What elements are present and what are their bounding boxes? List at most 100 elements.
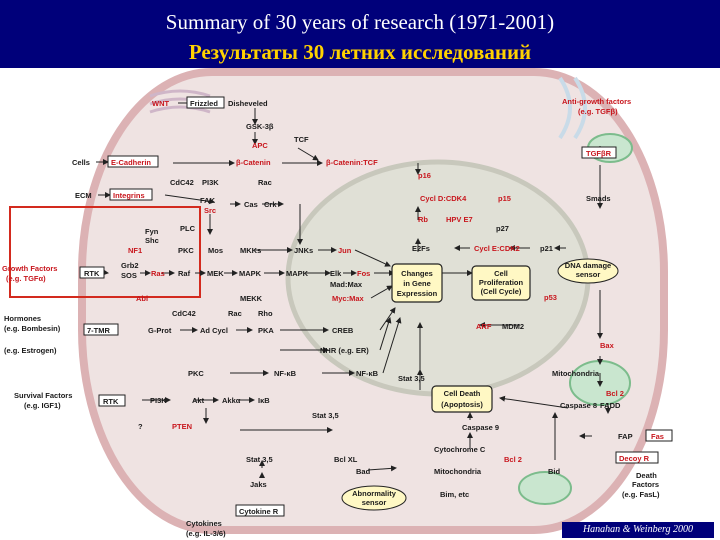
svg-text:Bcl 2: Bcl 2: [504, 455, 522, 464]
organelle-shape: [558, 76, 587, 140]
svg-text:PTEN: PTEN: [172, 422, 192, 431]
svg-text:GSK-3β: GSK-3β: [246, 122, 274, 131]
svg-text:Cycl D:CDK4: Cycl D:CDK4: [420, 194, 467, 203]
receptor-rtk-survival: RTK: [98, 394, 126, 407]
svg-text:in Gene: in Gene: [403, 279, 431, 288]
svg-text:Caspase 8: Caspase 8: [560, 401, 597, 410]
svg-text:HPV E7: HPV E7: [446, 215, 473, 224]
svg-text:Bad: Bad: [356, 467, 371, 476]
abnormality-sensor-oval: Abnormality sensor: [341, 485, 407, 511]
svg-text:Cytokines: Cytokines: [186, 519, 222, 528]
svg-text:CREB: CREB: [332, 326, 354, 335]
svg-text:(e.g. FasL): (e.g. FasL): [622, 490, 660, 499]
receptor-ecadherin: E-Cadherin: [107, 155, 159, 168]
dna-damage-sensor-oval: DNA damage sensor: [557, 258, 619, 284]
svg-text:Abl: Abl: [136, 294, 148, 303]
svg-text:Smads: Smads: [586, 194, 611, 203]
svg-text:PI3K: PI3K: [202, 178, 219, 187]
svg-text:WNT: WNT: [152, 99, 169, 108]
svg-text:Mitochondria: Mitochondria: [434, 467, 482, 476]
svg-text:Factors: Factors: [632, 480, 659, 489]
svg-text:Decoy R: Decoy R: [619, 454, 650, 463]
receptor-integrins: Integrins: [109, 188, 153, 201]
svg-text:Jun: Jun: [338, 246, 352, 255]
svg-text:ARF: ARF: [476, 322, 492, 331]
svg-text:p15: p15: [498, 194, 511, 203]
svg-text:Src: Src: [204, 206, 216, 215]
svg-text:PI3K: PI3K: [150, 396, 167, 405]
svg-text:E2Fs: E2Fs: [412, 244, 430, 253]
highlight-box: [9, 206, 201, 298]
svg-text:PKC: PKC: [188, 369, 204, 378]
svg-text:SOS: SOS: [121, 271, 137, 280]
svg-text:CdC42: CdC42: [172, 309, 196, 318]
svg-text:(Cell Cycle): (Cell Cycle): [481, 287, 522, 296]
svg-text:Akkα: Akkα: [222, 396, 241, 405]
svg-text:Jaks: Jaks: [250, 480, 267, 489]
mitochondrion-shape: [518, 471, 572, 505]
receptor-decoy: Decoy R: [615, 451, 659, 464]
svg-text:Mitochondria: Mitochondria: [552, 369, 600, 378]
svg-text:Cytokine R: Cytokine R: [239, 507, 279, 516]
receptor-tgfbr: TGFβR: [581, 146, 617, 159]
svg-text:p21: p21: [540, 244, 553, 253]
svg-text:Fas: Fas: [651, 432, 664, 441]
svg-text:p53: p53: [544, 293, 557, 302]
svg-text:DNA damage: DNA damage: [565, 261, 611, 270]
svg-text:Ad Cycl: Ad Cycl: [200, 326, 228, 335]
svg-text:Cycl E:CDK2: Cycl E:CDK2: [474, 244, 520, 253]
svg-text:MEK: MEK: [207, 269, 224, 278]
svg-text:Changes: Changes: [401, 269, 433, 278]
cell-proliferation-box: Cell Proliferation (Cell Cycle): [471, 265, 531, 301]
svg-text:Grb2: Grb2: [121, 261, 139, 270]
credit-label: Hanahan & Weinberg 2000: [562, 522, 714, 538]
svg-text:(Apoptosis): (Apoptosis): [441, 400, 483, 409]
svg-text:Proliferation: Proliferation: [479, 278, 524, 287]
svg-text:β-Catenin:TCF: β-Catenin:TCF: [326, 158, 378, 167]
svg-text:p16: p16: [418, 171, 431, 180]
svg-text:Stat 3,5: Stat 3,5: [246, 455, 273, 464]
svg-text:Cell Death: Cell Death: [444, 389, 481, 398]
svg-text:FAK: FAK: [200, 196, 216, 205]
pathway-arrows: [91, 100, 611, 478]
svg-text:Shc: Shc: [145, 236, 159, 245]
svg-text:7-TMR: 7-TMR: [87, 326, 110, 335]
receptor-cytokine: Cytokine R: [235, 504, 285, 517]
svg-text:TGFβR: TGFβR: [586, 149, 612, 158]
svg-text:(e.g. Estrogen): (e.g. Estrogen): [4, 346, 57, 355]
svg-text:TCF: TCF: [294, 135, 309, 144]
svg-text:JNKs: JNKs: [294, 246, 313, 255]
svg-text:Mos: Mos: [208, 246, 223, 255]
svg-text:Cells: Cells: [72, 158, 90, 167]
svg-text:FAP: FAP: [618, 432, 633, 441]
svg-text:Growth Factors: Growth Factors: [2, 264, 57, 273]
svg-text:Stat 3,5: Stat 3,5: [398, 374, 425, 383]
svg-text:MDM2: MDM2: [502, 322, 524, 331]
pathway-node-labels: Disheveled GSK-3β APC TCF β-Catenin β-Ca…: [121, 99, 633, 499]
svg-text:Expression: Expression: [397, 289, 438, 298]
svg-text:ECM: ECM: [75, 191, 92, 200]
svg-text:(e.g. IGF1): (e.g. IGF1): [24, 401, 61, 410]
title-english: Summary of 30 years of research (1971-20…: [165, 10, 555, 34]
svg-text:Bid: Bid: [548, 467, 561, 476]
svg-text:p27: p27: [496, 224, 509, 233]
svg-text:MKKs: MKKs: [240, 246, 261, 255]
signaling-pathway-diagram: Changes in Gene Expression Cell Prolifer…: [2, 68, 673, 538]
svg-text:IκB: IκB: [258, 396, 270, 405]
svg-text:Bim, etc: Bim, etc: [440, 490, 469, 499]
svg-text:β-Catenin: β-Catenin: [236, 158, 271, 167]
svg-text:Fos: Fos: [357, 269, 370, 278]
svg-text:sensor: sensor: [576, 270, 601, 279]
receptor-fas: Fas: [645, 429, 673, 442]
svg-text:RTK: RTK: [103, 397, 119, 406]
svg-text:Rb: Rb: [418, 215, 428, 224]
svg-text:Cytochrome C: Cytochrome C: [434, 445, 486, 454]
receptor-7tmr: 7-TMR: [83, 323, 119, 336]
svg-text:Anti-growth factors: Anti-growth factors: [562, 97, 631, 106]
svg-text:FADD: FADD: [600, 401, 621, 410]
svg-text:Cell: Cell: [494, 269, 508, 278]
svg-text:Elk: Elk: [330, 269, 342, 278]
svg-text:sensor: sensor: [362, 498, 387, 507]
svg-text:G-Prot: G-Prot: [148, 326, 172, 335]
svg-text:Bcl XL: Bcl XL: [334, 455, 358, 464]
